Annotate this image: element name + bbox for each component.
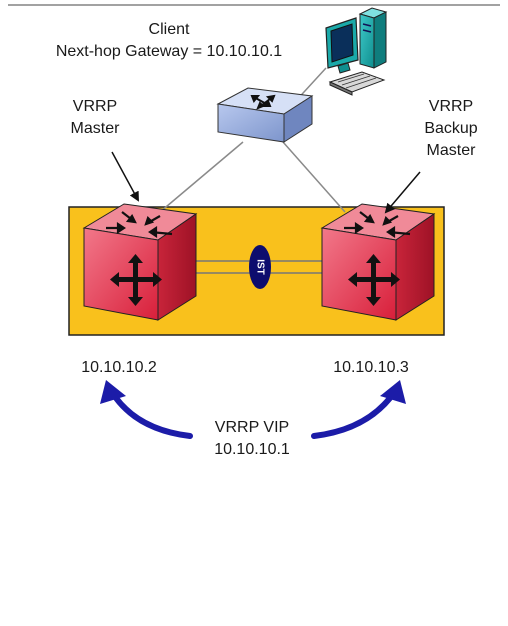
client-computer-icon bbox=[325, 7, 388, 96]
backup-label-line1: VRRP bbox=[429, 98, 473, 115]
master-pointer-arrow bbox=[111, 151, 139, 202]
backup-label-line2: Backup bbox=[424, 120, 477, 137]
client-title: Client bbox=[149, 21, 190, 38]
ist-label: IST bbox=[254, 259, 265, 275]
switch-icon bbox=[216, 87, 314, 143]
vip-arrow-right bbox=[311, 380, 406, 439]
vip-label-line1: VRRP VIP bbox=[215, 419, 289, 436]
router-master-icon bbox=[82, 203, 198, 321]
master-label-line2: Master bbox=[71, 120, 121, 137]
vip-arrow-left bbox=[100, 380, 193, 439]
backup-ip-label: 10.10.10.3 bbox=[333, 359, 409, 376]
backup-label-line3: Master bbox=[427, 142, 477, 159]
router-backup-icon bbox=[320, 203, 436, 321]
link-switch-backup bbox=[282, 141, 346, 213]
master-ip-label: 10.10.10.2 bbox=[81, 359, 157, 376]
vip-label-line2: 10.10.10.1 bbox=[214, 441, 290, 458]
master-label-line1: VRRP bbox=[73, 98, 117, 115]
client-gateway-label: Next-hop Gateway = 10.10.10.1 bbox=[56, 43, 282, 60]
backup-pointer-arrow bbox=[384, 171, 421, 214]
ist-badge: IST bbox=[249, 245, 271, 289]
link-switch-master bbox=[159, 141, 244, 213]
